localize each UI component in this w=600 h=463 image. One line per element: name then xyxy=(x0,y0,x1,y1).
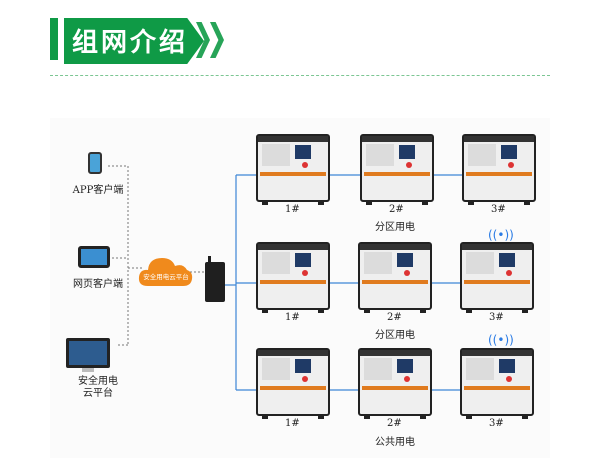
group-label: 分区用电 xyxy=(375,330,415,341)
antenna-icon xyxy=(208,256,211,264)
cabinet-device xyxy=(358,242,432,313)
device-label: 1# xyxy=(285,204,300,215)
monitor-stand xyxy=(82,368,94,372)
page-title: 组网介绍 xyxy=(72,28,189,58)
device-label: 3# xyxy=(489,418,504,429)
device-label: 2# xyxy=(389,204,404,215)
device-label: 1# xyxy=(285,312,300,323)
client-label-web: 网页客户端 xyxy=(73,279,123,290)
cabinet-device xyxy=(358,348,432,419)
device-label: 1# xyxy=(285,418,300,429)
cabinet-device xyxy=(360,134,434,205)
cabinet-device xyxy=(460,348,534,419)
device-label: 2# xyxy=(387,312,402,323)
device-label: 3# xyxy=(489,312,504,323)
phone-icon xyxy=(88,152,102,174)
cloud-label: 安全用电云平台 xyxy=(143,273,189,281)
wifi-icon: ((•)) xyxy=(488,228,514,242)
cloud-icon xyxy=(138,258,193,286)
tablet-icon xyxy=(78,246,110,268)
cabinet-device xyxy=(256,242,330,313)
client-label-cloud-platform: 安全用电 云平台 xyxy=(78,376,118,399)
cabinet-device xyxy=(256,134,330,205)
device-label: 2# xyxy=(387,418,402,429)
title-divider xyxy=(50,75,550,76)
client-label-app: APP客户端 xyxy=(72,185,124,196)
title-accent-bar xyxy=(50,18,58,60)
device-label: 3# xyxy=(491,204,506,215)
gateway-device xyxy=(205,262,225,302)
monitor-icon xyxy=(66,338,110,368)
title-banner xyxy=(64,18,204,64)
cabinet-device xyxy=(460,242,534,313)
cabinet-device xyxy=(462,134,536,205)
group-label: 分区用电 xyxy=(375,222,415,233)
group-label: 公共用电 xyxy=(375,437,415,448)
wifi-icon: ((•)) xyxy=(488,333,514,347)
cabinet-device xyxy=(256,348,330,419)
